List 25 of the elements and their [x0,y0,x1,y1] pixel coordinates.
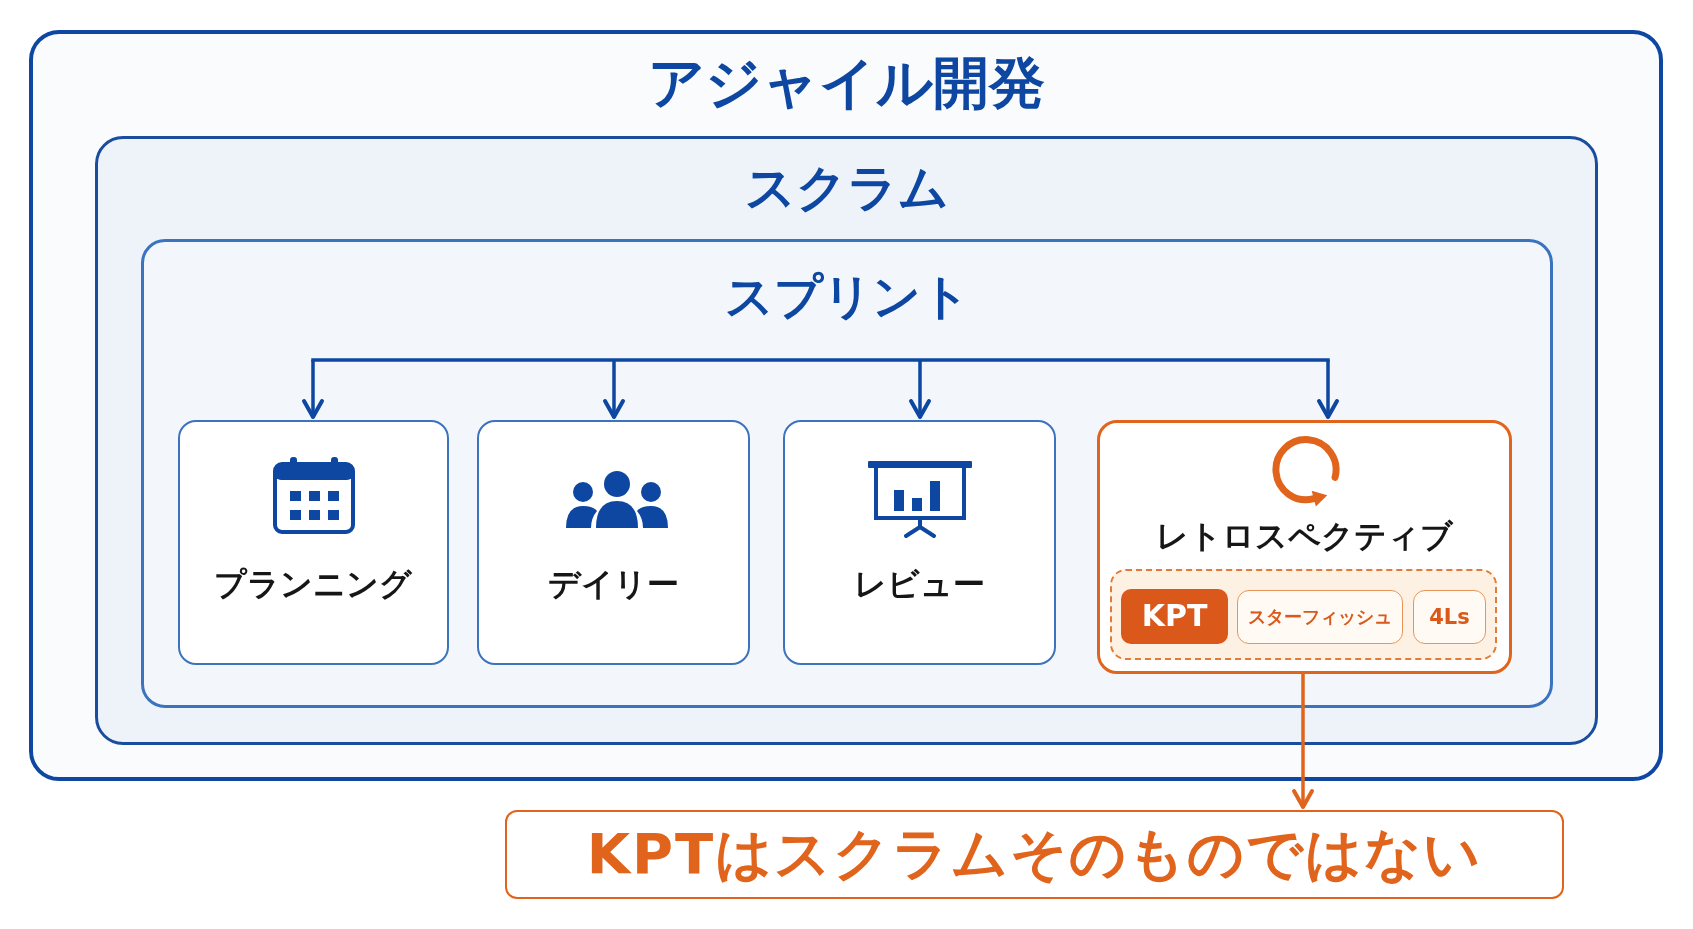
step-card [477,420,750,665]
card-label: デイリー [547,565,679,602]
group-box [141,239,1553,708]
step-card [783,420,1056,665]
branch-line [311,358,1330,362]
arrow [603,360,625,419]
group-box [29,30,1663,781]
card-label: レビュー [853,565,985,602]
arrow [302,360,324,419]
step-card [1097,420,1512,674]
arrow [909,360,931,419]
card-label: レトロスペクティブ [1156,517,1453,555]
note-box: KPTはスクラムそのものではない [505,810,1564,899]
arrow [1317,360,1339,419]
arrow [1292,674,1314,809]
step-card [178,420,449,665]
card-label: プランニング [214,565,412,602]
box-title: スプリント [724,269,970,325]
method-tag: スターフィッシュ [1237,590,1403,644]
group-box [95,136,1598,745]
method-tag: KPT [1121,589,1228,644]
box-title: スクラム [744,160,949,218]
box-title: アジャイル開発 [647,50,1045,116]
method-tag: 4Ls [1413,590,1486,644]
dashed-box [1110,569,1497,660]
